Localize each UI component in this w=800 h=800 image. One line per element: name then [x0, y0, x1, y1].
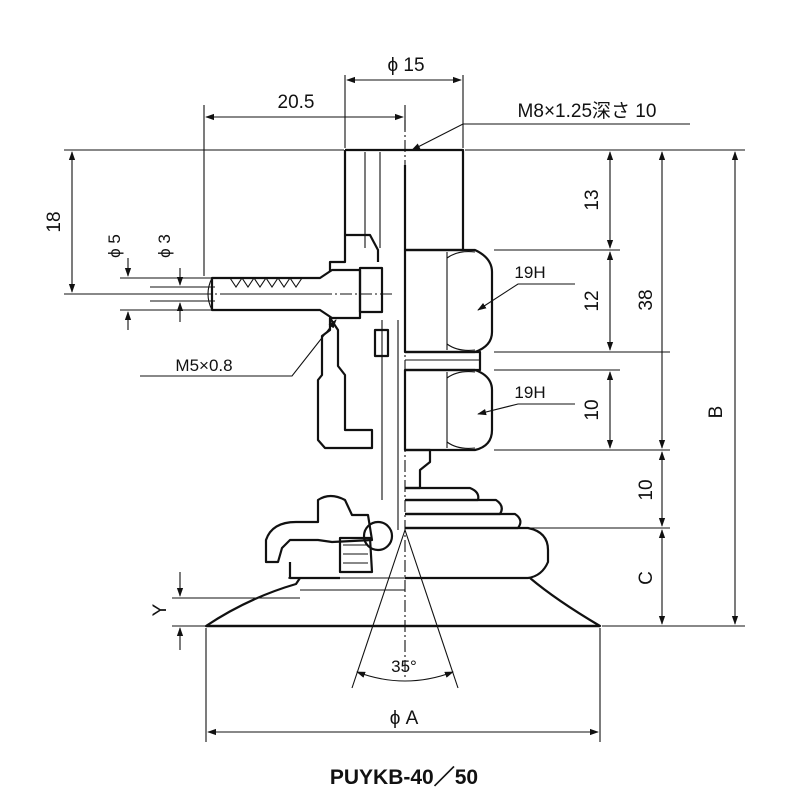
- top-fitting: [328, 148, 465, 272]
- dim-35-degree-label: 35°: [391, 657, 417, 676]
- suction-cup-skirt: [204, 577, 602, 628]
- upper-hex-nut: [403, 248, 494, 354]
- dimension-lines: [64, 75, 745, 742]
- dim-19h-lower-label: 19H: [514, 383, 545, 402]
- dim-c-label: C: [636, 571, 657, 585]
- lower-hex-nut: [403, 368, 494, 452]
- dim-y-label: Y: [150, 603, 171, 616]
- center-washer: [405, 350, 482, 372]
- pad-side-nut-thread: [343, 544, 368, 564]
- pad-left-step: [288, 562, 340, 580]
- bellows: [405, 486, 522, 530]
- ball-joint: [362, 520, 394, 552]
- model-label: PUYKB-40／50: [330, 765, 478, 789]
- dim-phi15-label: ϕ 15: [387, 55, 424, 76]
- part-outline: [204, 148, 602, 628]
- dim-19h-upper-label: 19H: [514, 263, 545, 282]
- dim-b-label: B: [706, 406, 727, 419]
- pad-side-nut: [338, 536, 374, 574]
- middle-body-clip: [373, 328, 390, 358]
- dim-18-label: 18: [44, 211, 65, 232]
- dim-10-upper-label: 10: [582, 399, 603, 420]
- dim-38-label: 38: [636, 289, 657, 310]
- lower-hex-chamfer: [446, 371, 476, 449]
- dim-thread-m5-label: M5×0.8: [175, 356, 232, 375]
- dim-thread-m8-label: M8×1.25深さ 10: [518, 100, 657, 122]
- neck: [405, 448, 432, 490]
- dim-phi3-label: ϕ 3: [155, 234, 174, 258]
- dim-13-label: 13: [582, 189, 603, 210]
- barb-fitting: [207, 266, 384, 320]
- dim-20-5-label: 20.5: [278, 92, 315, 113]
- dim-phiA-label: ϕ A: [390, 708, 419, 729]
- dim-10-lower-label: 10: [636, 479, 657, 500]
- upper-hex-chamfer: [446, 251, 476, 351]
- top-fitting-shoulder: [345, 233, 380, 262]
- dim-12-label: 12: [582, 290, 603, 311]
- pad-body: [405, 526, 550, 580]
- pad-side-fitting: [264, 494, 374, 564]
- middle-body: [316, 316, 374, 450]
- dim-phi5-label: ϕ 5: [105, 234, 124, 258]
